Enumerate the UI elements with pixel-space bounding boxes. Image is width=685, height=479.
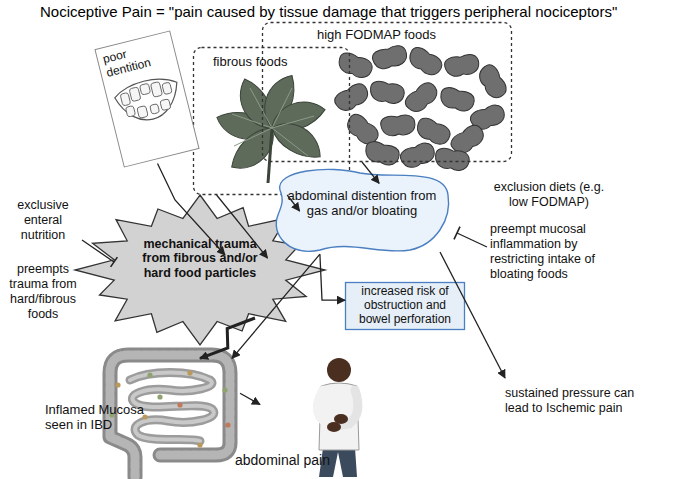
lightning-connector xyxy=(200,318,255,358)
tooth xyxy=(139,83,150,95)
bean xyxy=(443,53,480,78)
node-text: abdominal distention from gas and/or blo… xyxy=(282,189,442,219)
arrow-connector xyxy=(232,254,320,358)
bean xyxy=(363,140,401,168)
annotation-label: preempt mucosal inflammation by restrict… xyxy=(490,222,612,282)
person-head xyxy=(327,358,351,382)
inhibition-line xyxy=(82,240,114,262)
annotation-label: exclusion diets (e.g. low FODMAP) xyxy=(490,180,608,210)
cloud-outline xyxy=(276,169,448,251)
paper-outline xyxy=(95,31,199,167)
node-text: Inflamed Mucosa seen in IBD xyxy=(45,403,160,433)
arrow-connector xyxy=(320,254,345,300)
box-outline xyxy=(346,283,465,330)
arrow-connector xyxy=(287,195,299,211)
person-arm xyxy=(335,390,358,426)
node-text: mechanical trauma from fibrous and/or ha… xyxy=(130,237,270,280)
bean xyxy=(468,102,507,132)
inhibition-bar xyxy=(454,227,460,240)
inflammation-spot xyxy=(157,394,162,399)
tooth xyxy=(150,82,162,98)
dashed-group-box: high FODMAP foods xyxy=(262,22,512,162)
bean xyxy=(343,111,382,148)
node-text: increased risk of obstruction and bowel … xyxy=(347,285,463,326)
leaf xyxy=(213,106,274,145)
paper-card: poor dentition xyxy=(94,30,199,167)
leaf xyxy=(267,113,328,166)
arrow-connector xyxy=(158,164,226,256)
arrow-connector xyxy=(362,162,379,183)
inflammation-spot xyxy=(222,387,227,392)
leaf-veins xyxy=(232,88,314,156)
tooth xyxy=(137,106,148,119)
bean xyxy=(438,86,476,114)
diagram-title: Nociceptive Pain = "pain caused by tissu… xyxy=(40,3,680,20)
fibrous-leaves xyxy=(213,70,328,183)
mouth-outline xyxy=(113,74,185,127)
tooth xyxy=(160,99,171,111)
arrow-connector xyxy=(217,195,268,258)
bean xyxy=(336,50,375,80)
annotation-label: exclusive enteral nutrition xyxy=(2,198,84,243)
inhibition-line xyxy=(457,233,487,247)
bean xyxy=(398,140,437,170)
bean xyxy=(402,79,441,116)
inflammation-spot xyxy=(177,402,182,407)
leaf xyxy=(267,96,328,135)
leaf-stem xyxy=(268,128,272,183)
tooth xyxy=(162,82,172,95)
bean xyxy=(475,62,509,101)
inflammation-spot xyxy=(225,422,230,427)
bean xyxy=(380,114,416,137)
inflammation-spot xyxy=(115,382,120,387)
high-fodmap-beans xyxy=(332,44,509,173)
bean xyxy=(371,44,409,72)
node-shape xyxy=(262,22,512,162)
inflammation-spot xyxy=(197,442,202,447)
bean xyxy=(406,45,445,79)
leaf xyxy=(224,122,284,178)
bean xyxy=(448,122,487,158)
annotation-label: sustained pressure can lead to Ischemic … xyxy=(505,386,657,416)
cloud-node: abdominal distention from gas and/or blo… xyxy=(270,165,455,257)
arrow-connector xyxy=(240,393,260,404)
bean xyxy=(414,115,453,147)
tooth xyxy=(120,92,131,106)
node-text: abdominal pain xyxy=(235,452,335,468)
bean xyxy=(332,81,371,115)
bean xyxy=(369,80,406,105)
intestine-illustration: Inflamed Mucosa seen in IBD xyxy=(40,345,240,479)
inflammation-spot xyxy=(147,372,152,377)
leaf xyxy=(232,74,279,136)
node-text: high FODMAP foods xyxy=(317,28,507,43)
person-illustration: abdominal pain xyxy=(235,352,360,477)
tooth xyxy=(150,104,160,115)
inhibition-bar xyxy=(111,257,118,267)
person-hand xyxy=(327,422,341,432)
inflammation-spot xyxy=(187,370,192,375)
bean xyxy=(434,147,471,172)
tooth xyxy=(125,106,135,118)
tooth xyxy=(129,87,141,102)
node-text: fibrous foods xyxy=(213,55,343,70)
process-box: increased risk of obstruction and bowel … xyxy=(345,282,465,330)
dashed-outline xyxy=(263,23,512,162)
annotation-label: preempts trauma from hard/fibrous foods xyxy=(2,262,84,322)
